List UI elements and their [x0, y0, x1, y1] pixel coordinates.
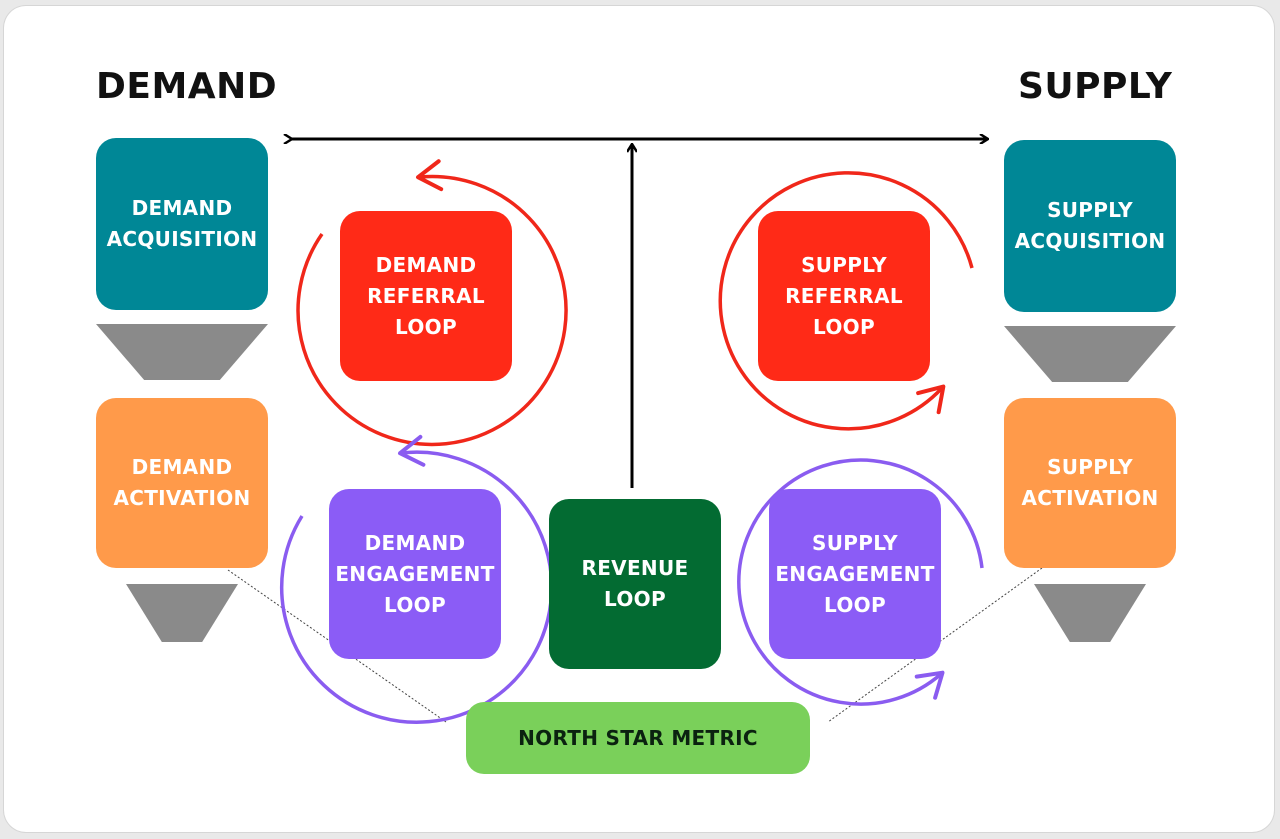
- revenue-loop-box: REVENUE LOOP: [549, 499, 721, 669]
- demand-acquisition-box: DEMAND ACQUISITION: [96, 138, 268, 310]
- demand-engagement-loop-arrow: [279, 434, 554, 724]
- supply-referral-loop-arrow: [718, 171, 974, 431]
- supply-activation-box: SUPPLY ACTIVATION: [1004, 398, 1176, 568]
- north-star-metric-box: NORTH STAR METRIC: [466, 702, 810, 774]
- supply-acquisition-box: SUPPLY ACQUISITION: [1004, 140, 1176, 312]
- supply-engagement-loop-box: SUPPLY ENGAGEMENT LOOP: [769, 489, 941, 659]
- supply-heading: SUPPLY: [1018, 66, 1173, 107]
- demand-heading: DEMAND: [96, 66, 278, 107]
- demand-activation-box: DEMAND ACTIVATION: [96, 398, 268, 568]
- demand-referral-loop-arrow: [296, 159, 568, 447]
- supply-engagement-loop-arrow: [737, 458, 984, 706]
- supply-referral-loop-box: SUPPLY REFERRAL LOOP: [758, 211, 930, 381]
- demand-referral-loop-box: DEMAND REFERRAL LOOP: [340, 211, 512, 381]
- demand-engagement-loop-box: DEMAND ENGAGEMENT LOOP: [329, 489, 501, 659]
